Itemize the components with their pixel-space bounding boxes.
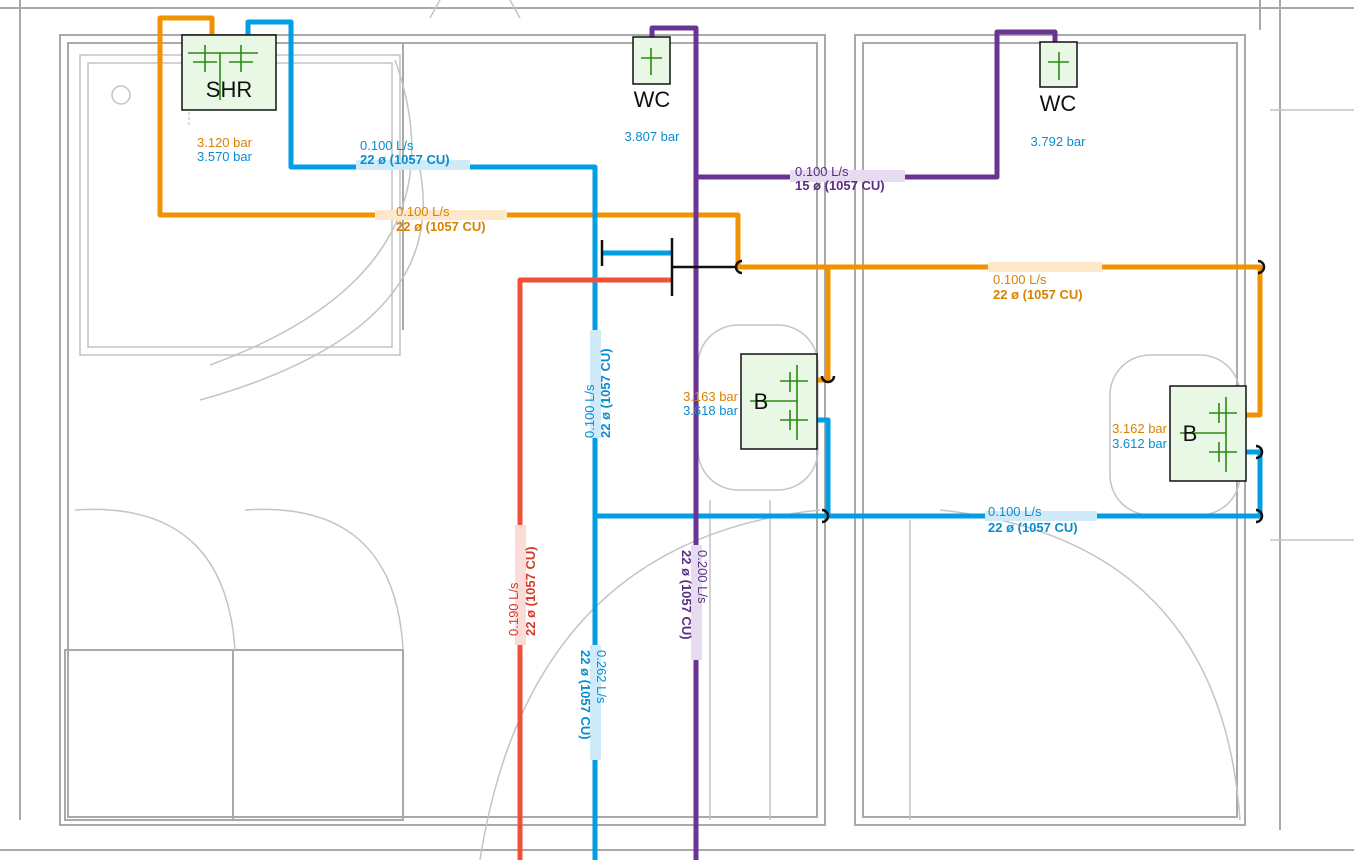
- cold-pipe[interactable]: [245, 19, 598, 860]
- fixture-basin-left[interactable]: B: [740, 353, 818, 450]
- svg-text:22 ø (1057 CU): 22 ø (1057 CU): [578, 650, 593, 740]
- pipe-label-cold-basins: 0.100 L/s 22 ø (1057 CU): [985, 504, 1097, 535]
- pipes: [157, 15, 1266, 860]
- wc-branch-pipe[interactable]: [696, 29, 1058, 180]
- pipe-cap-icon: [820, 375, 836, 384]
- pressure-cold: 3.792 bar: [1031, 134, 1087, 149]
- fixture-wc-left[interactable]: WC: [632, 36, 671, 112]
- pipe-label-wc-main: 0.200 L/s 22 ø (1057 CU): [679, 545, 710, 660]
- pressure-cold: 3.618 bar: [683, 403, 739, 418]
- pipe-label-wc-branch: 0.100 L/s 15 ø (1057 CU): [790, 164, 905, 193]
- pressure-hot: 3.120 bar: [197, 135, 253, 150]
- svg-text:0.100 L/s: 0.100 L/s: [795, 164, 849, 179]
- hot-pipe[interactable]: [157, 15, 1263, 418]
- svg-text:0.200 L/s: 0.200 L/s: [695, 550, 710, 604]
- tee-fitting: [600, 238, 735, 296]
- wc-pipe[interactable]: [649, 25, 699, 860]
- pressure-cold: 3.612 bar: [1112, 436, 1168, 451]
- pipe-label-cold-riser: 0.100 L/s 22 ø (1057 CU): [582, 330, 613, 438]
- pressure-cold: 3.570 bar: [197, 149, 253, 164]
- fixture-basin-right[interactable]: B: [1169, 385, 1247, 482]
- return-pipe[interactable]: [517, 277, 672, 860]
- svg-text:22 ø (1057 CU): 22 ø (1057 CU): [396, 219, 486, 234]
- svg-text:22 ø (1057 CU): 22 ø (1057 CU): [679, 550, 694, 640]
- pressure-cold: 3.807 bar: [625, 129, 681, 144]
- pipe-label-cold-main: 0.262 L/s 22 ø (1057 CU): [578, 645, 609, 760]
- pipe-cap-icon: [1255, 508, 1264, 524]
- pipe-label-hot-shower: 0.100 L/s 22 ø (1057 CU): [375, 204, 507, 234]
- pipe-cap-icon: [821, 508, 830, 524]
- pipe-label-cold-shower: 0.100 L/s 22 ø (1057 CU): [356, 138, 470, 170]
- fixture-label: SHR: [206, 77, 252, 102]
- svg-text:15 ø (1057 CU): 15 ø (1057 CU): [795, 178, 885, 193]
- pipe-label-hot-basins: 0.100 L/s 22 ø (1057 CU): [988, 262, 1102, 302]
- svg-text:0.262 L/s: 0.262 L/s: [594, 650, 609, 704]
- pressure-hot: 3.163 bar: [683, 389, 739, 404]
- svg-text:0.100 L/s: 0.100 L/s: [396, 204, 450, 219]
- svg-text:22 ø (1057 CU): 22 ø (1057 CU): [360, 152, 450, 167]
- fixture-wc-right[interactable]: WC: [1039, 41, 1078, 116]
- pipe-cap-icon: [1255, 444, 1264, 460]
- svg-text:0.100 L/s: 0.100 L/s: [360, 138, 414, 153]
- svg-text:22 ø (1057 CU): 22 ø (1057 CU): [598, 348, 613, 438]
- pipe-cap-icon: [1257, 259, 1266, 275]
- pipe-label-return-main: 0.190 L/s 22 ø (1057 CU): [506, 525, 538, 645]
- pipe-cap-icon: [734, 259, 743, 275]
- fixture-label: B: [1183, 421, 1198, 446]
- fixture-shower[interactable]: SHR: [181, 34, 277, 125]
- svg-text:0.190 L/s: 0.190 L/s: [506, 582, 521, 636]
- hot-basin-branch[interactable]: [816, 267, 831, 383]
- svg-text:0.100 L/s: 0.100 L/s: [988, 504, 1042, 519]
- svg-text:0.100 L/s: 0.100 L/s: [993, 272, 1047, 287]
- svg-text:22 ø (1057 CU): 22 ø (1057 CU): [993, 287, 1083, 302]
- pressure-hot: 3.162 bar: [1112, 421, 1168, 436]
- fixture-label: WC: [1040, 91, 1077, 116]
- svg-text:0.100 L/s: 0.100 L/s: [582, 384, 597, 438]
- svg-text:22 ø (1057 CU): 22 ø (1057 CU): [988, 520, 1078, 535]
- svg-text:22 ø (1057 CU): 22 ø (1057 CU): [523, 546, 538, 636]
- fixture-label: WC: [634, 87, 671, 112]
- cold-basin-pipe[interactable]: [595, 449, 1263, 519]
- fixture-label: B: [754, 389, 769, 414]
